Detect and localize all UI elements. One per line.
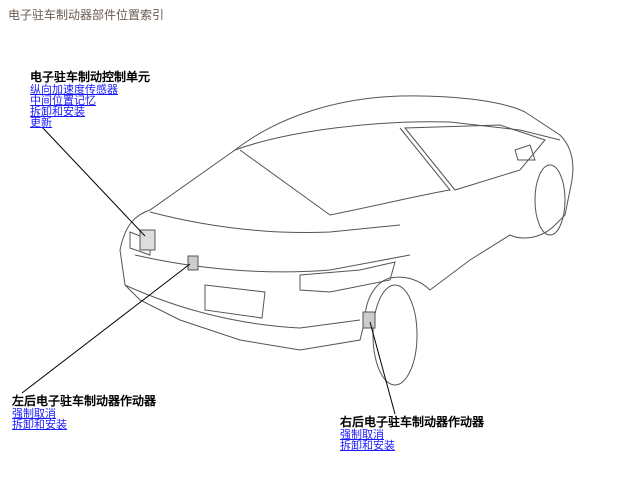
link-accel-sensor[interactable]: 纵向加速度传感器 <box>30 83 118 96</box>
group-heading: 右后电子驻车制动器作动器 <box>340 415 485 429</box>
link-removal-install[interactable]: 拆卸和安装 <box>30 105 85 118</box>
roof-line <box>234 121 561 151</box>
group-heading: 左后电子驻车制动器作动器 <box>12 394 157 408</box>
side-window <box>403 124 546 191</box>
right-actuator-group: 右后电子驻车制动器作动器 强制取消 拆卸和安装 <box>340 415 484 451</box>
left-actuator <box>187 255 199 271</box>
page-title: 电子驻车制动器部件位置索引 <box>8 8 165 22</box>
leader-line <box>21 263 191 394</box>
control-unit-group: 电子驻车制动控制单元 纵向加速度传感器 中间位置记忆 拆卸和安装 更新 <box>30 70 150 128</box>
front-wheel <box>534 164 566 236</box>
trunk-lid <box>149 211 401 234</box>
link-center-memory[interactable]: 中间位置记忆 <box>30 94 96 107</box>
bumper <box>124 284 361 329</box>
trunk-edge <box>134 254 411 273</box>
rear-window <box>239 127 451 216</box>
right-actuator <box>362 311 376 329</box>
link-forced-release[interactable]: 强制取消 <box>12 407 56 420</box>
tail-light-right <box>299 261 396 293</box>
link-removal-install[interactable]: 拆卸和安装 <box>340 439 395 452</box>
leader-line <box>41 126 146 237</box>
link-update[interactable]: 更新 <box>30 116 52 129</box>
car-body-outline <box>119 95 574 351</box>
group-heading: 电子驻车制动控制单元 <box>30 70 151 84</box>
link-forced-release[interactable]: 强制取消 <box>340 428 384 441</box>
mirror <box>514 144 536 161</box>
leader-line <box>369 321 396 415</box>
license-plate <box>204 284 266 319</box>
link-removal-install[interactable]: 拆卸和安装 <box>12 418 67 431</box>
left-actuator-group: 左后电子驻车制动器作动器 强制取消 拆卸和安装 <box>12 394 156 430</box>
rear-wheel <box>372 284 418 386</box>
